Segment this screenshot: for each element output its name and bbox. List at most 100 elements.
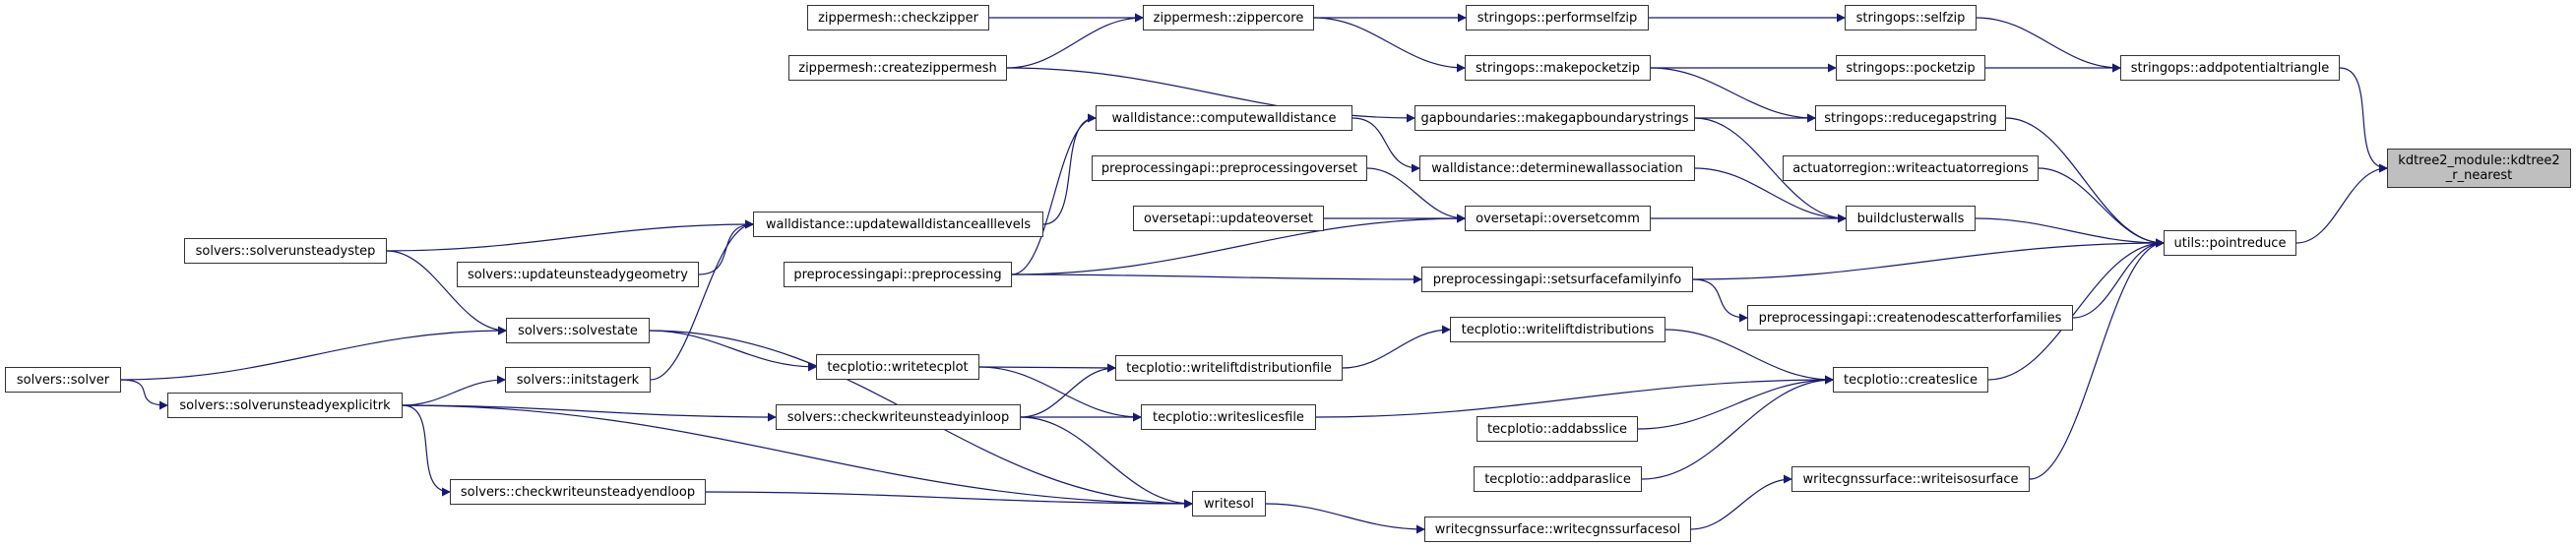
- node-createzippermesh[interactable]: zippermesh::createzippermesh: [788, 55, 1007, 81]
- edge-solver-to-solvestate: [120, 326, 507, 381]
- node-addparaslice[interactable]: tecplotio::addparaslice: [1474, 466, 1642, 492]
- edge-solverunsteadyexplicitrk-to-checkwriteunsteadyendloop: [402, 404, 451, 497]
- edge-pointreduce-to-kdtree: [2295, 163, 2388, 244]
- node-solvestate[interactable]: solvers::solvestate: [506, 318, 650, 343]
- edge-makegapboundarystrings-to-buildclusterwalls: [1694, 117, 1847, 223]
- edge-setsurfacefamilyinfo-to-pointreduce: [1692, 238, 2165, 280]
- node-label: writesol: [1203, 496, 1255, 512]
- node-label: stringops::performselfzip: [1476, 10, 1638, 26]
- edge-buildclusterwalls-to-pointreduce: [1975, 217, 2165, 248]
- node-label: tecplotio::writeliftdistributions: [1461, 322, 1655, 337]
- node-computewalldistance[interactable]: walldistance::computewalldistance: [1096, 105, 1352, 131]
- edge-preprocessing-to-setsurfacefamilyinfo: [1011, 274, 1422, 284]
- node-label: tecplotio::createslice: [1844, 372, 1978, 388]
- edge-addpotentialtriangle-to-kdtree: [2339, 67, 2388, 173]
- node-oversetcomm[interactable]: oversetapi::oversetcomm: [1465, 206, 1651, 231]
- node-preprocessingoverset[interactable]: preprocessingapi::preprocessingoverset: [1092, 155, 1367, 181]
- node-writetecplot[interactable]: tecplotio::writetecplot: [816, 354, 979, 380]
- node-updatewalldistancealllevels[interactable]: walldistance::updatewalldistancealllevel…: [753, 212, 1043, 237]
- node-makepocketzip[interactable]: stringops::makepocketzip: [1465, 55, 1651, 81]
- edge-setsurfacefamilyinfo-to-createnodescatter: [1692, 278, 1748, 323]
- edge-createzippermesh-to-zippercore: [1006, 13, 1144, 69]
- node-solver[interactable]: solvers::solver: [5, 367, 121, 393]
- node-label: stringops::makepocketzip: [1476, 60, 1640, 76]
- node-preprocessing[interactable]: preprocessingapi::preprocessing: [784, 262, 1012, 287]
- node-label: solvers::updateunsteadygeometry: [468, 267, 688, 282]
- edge-computewalldistance-to-determinewallassociation: [1351, 117, 1420, 173]
- node-label: tecplotio::addabsslice: [1486, 421, 1628, 437]
- node-addpotentialtriangle[interactable]: stringops::addpotentialtriangle: [2120, 55, 2340, 81]
- node-label: zippermesh::checkzipper: [818, 10, 978, 26]
- edge-solverunsteadyexplicitrk-to-initstagerk: [402, 375, 506, 406]
- node-reducegapstring[interactable]: stringops::reducegapstring: [1815, 105, 2006, 131]
- edge-writesol-to-writecgnssurfacesol: [1265, 503, 1425, 534]
- edge-solverunsteadystep-to-updatewalldistancealllevels: [386, 219, 754, 252]
- edge-writeisosurface-to-pointreduce: [2029, 238, 2165, 480]
- node-createslice[interactable]: tecplotio::createslice: [1833, 367, 1988, 393]
- node-writeliftdistributions[interactable]: tecplotio::writeliftdistributions: [1450, 317, 1665, 342]
- node-label: tecplotio::writeliftdistributionfile: [1126, 360, 1332, 376]
- node-zippercore[interactable]: zippermesh::zippercore: [1143, 5, 1314, 30]
- edge-createslice-to-pointreduce: [1987, 238, 2165, 381]
- edge-writeliftdistributions-to-createslice: [1665, 329, 1834, 385]
- node-label: preprocessingapi::preprocessing: [793, 267, 1002, 282]
- node-updateoverset[interactable]: oversetapi::updateoverset: [1133, 206, 1324, 231]
- node-createnodescatter[interactable]: preprocessingapi::createnodescatterforfa…: [1747, 305, 2073, 331]
- node-label: stringops::addpotentialtriangle: [2130, 60, 2330, 76]
- node-label: stringops::selfzip: [1855, 10, 1966, 26]
- node-checkwriteunsteadyendloop[interactable]: solvers::checkwriteunsteadyendloop: [450, 479, 706, 505]
- node-label: oversetapi::oversetcomm: [1476, 211, 1640, 226]
- node-writeisosurface[interactable]: writecgnssurface::writeisosurface: [1791, 466, 2030, 492]
- edge-makepocketzip-to-reducegapstring: [1650, 67, 1816, 123]
- node-label: tecplotio::addparaslice: [1484, 471, 1631, 487]
- edge-determinewallassociation-to-buildclusterwalls: [1694, 167, 1847, 223]
- edge-updatewalldistancealllevels-to-computewalldistance: [1042, 113, 1097, 225]
- node-pocketzip[interactable]: stringops::pocketzip: [1836, 55, 1985, 81]
- edge-updateunsteadygeometry-to-updatewalldistancealllevels: [698, 219, 754, 275]
- edge-solver-to-solverunsteadyexplicitrk: [120, 379, 168, 410]
- edge-writecgnssurfacesol-to-writeisosurface: [1690, 474, 1792, 530]
- node-addabsslice[interactable]: tecplotio::addabsslice: [1476, 416, 1638, 442]
- edge-addabsslice-to-createslice: [1637, 375, 1834, 430]
- node-kdtree: kdtree2_module::kdtree2 _r_nearest: [2387, 149, 2571, 188]
- edge-writeliftdistributionfile-to-writeliftdistributions: [1342, 325, 1451, 369]
- edge-writetecplot-to-writeslicesfile: [978, 366, 1142, 422]
- node-determinewallassociation[interactable]: walldistance::determinewallassociation: [1419, 155, 1695, 181]
- edge-solvestate-to-writetecplot: [649, 330, 817, 372]
- node-label: buildclusterwalls: [1856, 211, 1965, 226]
- node-label: preprocessingapi::createnodescatterforfa…: [1758, 310, 2062, 326]
- node-label: zippermesh::zippercore: [1153, 10, 1304, 26]
- node-setsurfacefamilyinfo[interactable]: preprocessingapi::setsurfacefamilyinfo: [1421, 267, 1693, 292]
- node-label: solvers::initstagerk: [516, 372, 640, 388]
- node-writeslicesfile[interactable]: tecplotio::writeslicesfile: [1141, 404, 1316, 430]
- edge-createzippermesh-to-makegapboundarystrings: [1006, 67, 1415, 123]
- edge-preprocessing-to-computewalldistance: [1011, 113, 1097, 275]
- node-buildclusterwalls[interactable]: buildclusterwalls: [1846, 206, 1976, 231]
- node-writesol[interactable]: writesol: [1192, 491, 1266, 517]
- edge-zippercore-to-makepocketzip: [1313, 17, 1466, 73]
- node-selfzip[interactable]: stringops::selfzip: [1845, 5, 1977, 30]
- node-label: solvers::solverunsteadyexplicitrk: [179, 397, 391, 413]
- node-performselfzip[interactable]: stringops::performselfzip: [1466, 5, 1649, 30]
- node-writeactuatorregions[interactable]: actuatorregion::writeactuatorregions: [1783, 155, 2039, 181]
- edge-writetecplot-to-writeliftdistributionfile: [978, 363, 1116, 373]
- node-checkzipper[interactable]: zippermesh::checkzipper: [807, 5, 989, 30]
- node-writecgnssurfacesol[interactable]: writecgnssurface::writecgnssurfacesol: [1424, 517, 1691, 542]
- node-solverunsteadystep[interactable]: solvers::solverunsteadystep: [184, 238, 387, 264]
- node-updateunsteadygeometry[interactable]: solvers::updateunsteadygeometry: [457, 262, 699, 287]
- node-writeliftdistributionfile[interactable]: tecplotio::writeliftdistributionfile: [1115, 355, 1343, 381]
- node-pointreduce[interactable]: utils::pointreduce: [2164, 230, 2296, 256]
- node-label: solvers::solver: [16, 372, 110, 388]
- node-label: preprocessingapi::preprocessingoverset: [1100, 160, 1358, 176]
- edge-solverunsteadyexplicitrk-to-checkwriteunsteadyinloop: [402, 404, 777, 422]
- node-label: solvers::solverunsteadystep: [195, 243, 376, 259]
- node-label: walldistance::determinewallassociation: [1431, 160, 1683, 176]
- node-initstagerk[interactable]: solvers::initstagerk: [505, 367, 651, 393]
- node-label: solvers::checkwriteunsteadyinloop: [786, 409, 1010, 425]
- edge-checkwriteunsteadyinloop-to-writeliftdistributionfile: [1020, 363, 1116, 418]
- node-label: writecgnssurface::writeisosurface: [1802, 471, 2019, 487]
- node-checkwriteunsteadyinloop[interactable]: solvers::checkwriteunsteadyinloop: [776, 404, 1021, 430]
- node-solverunsteadyexplicitrk[interactable]: solvers::solverunsteadyexplicitrk: [167, 393, 403, 418]
- node-makegapboundarystrings[interactable]: gapboundaries::makegapboundarystrings: [1414, 105, 1695, 131]
